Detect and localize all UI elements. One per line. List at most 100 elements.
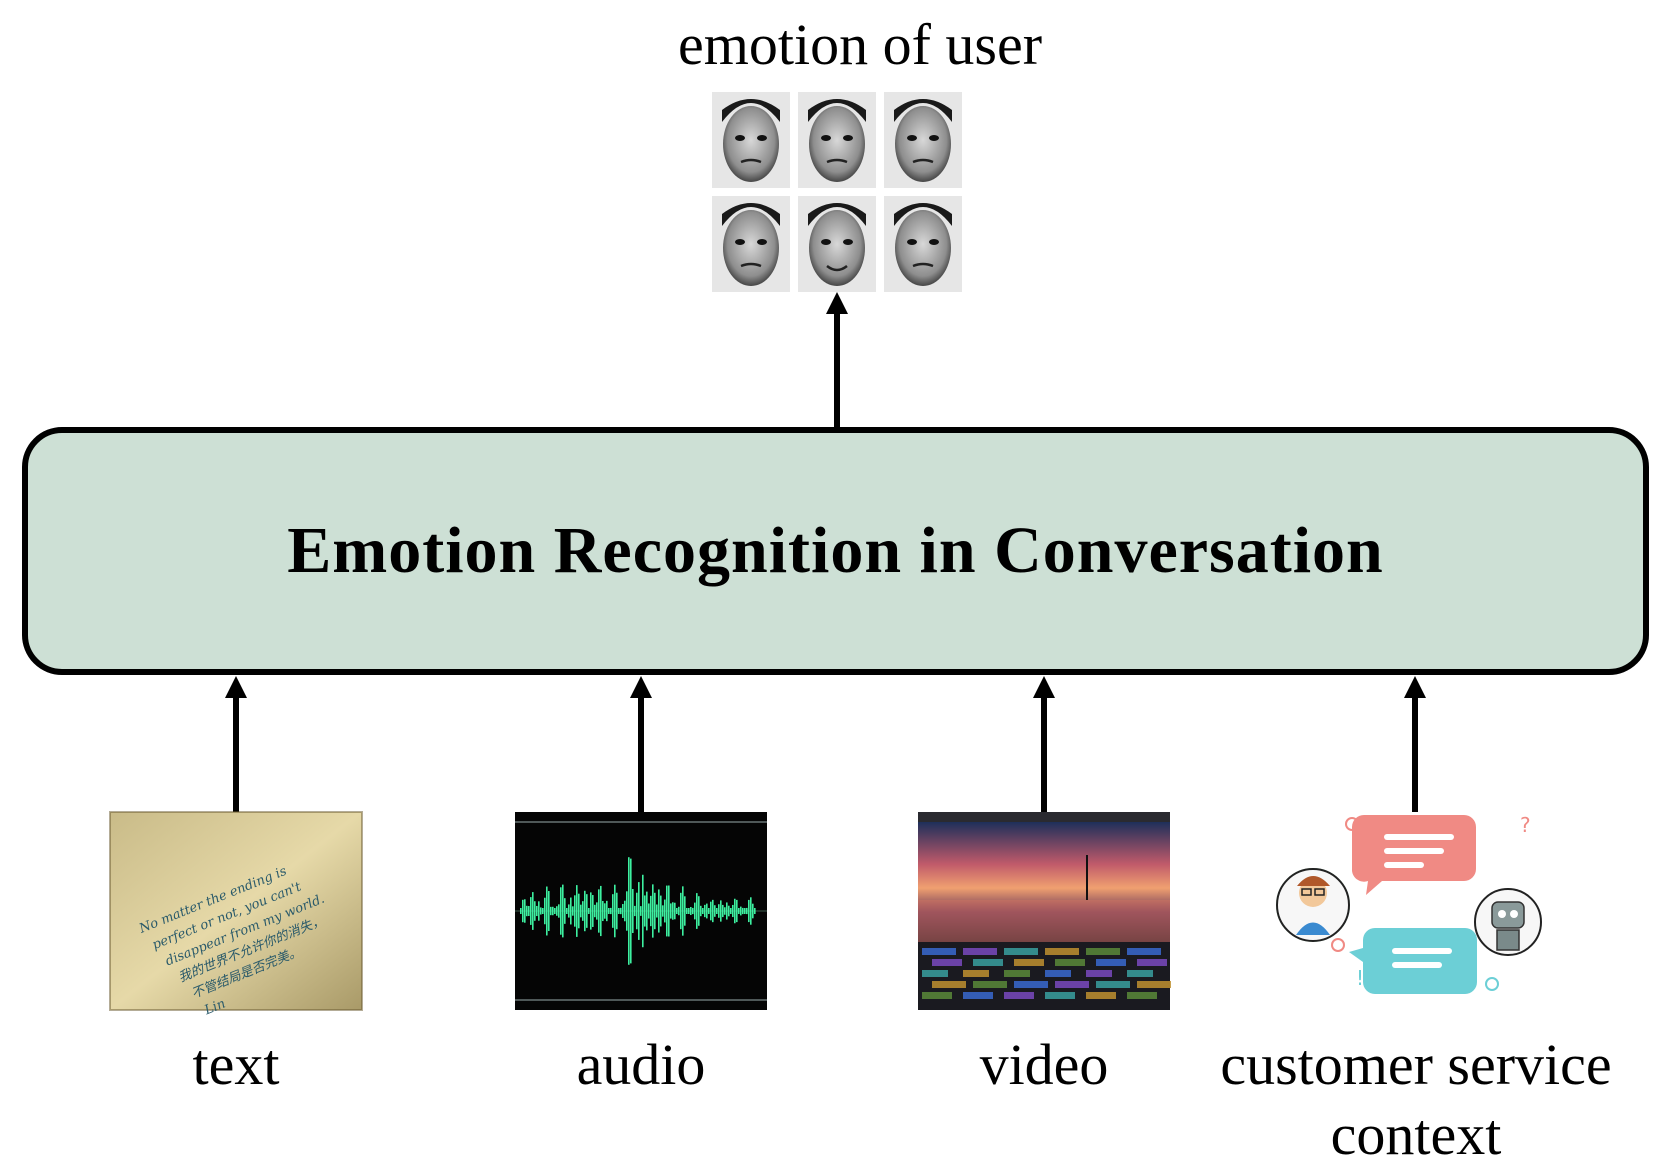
waveform-bar	[666, 885, 668, 937]
waveform-bar	[734, 898, 736, 924]
arrow	[225, 676, 247, 812]
timeline-clip	[1127, 970, 1153, 977]
waveform-bar	[708, 908, 710, 914]
waveform-bar	[660, 895, 662, 927]
waveform-bar	[574, 895, 576, 927]
waveform-bar	[658, 889, 660, 933]
waveform-bar	[712, 899, 714, 923]
timeline-clip	[1045, 970, 1071, 977]
waveform-bar	[744, 908, 746, 914]
timeline-clip	[922, 970, 948, 977]
waveform-bar	[550, 906, 552, 916]
waveform-bar	[610, 907, 612, 915]
waveform-bar	[738, 908, 740, 914]
waveform-bar	[638, 882, 640, 940]
waveform-bar	[598, 889, 600, 933]
waveform-bar	[614, 884, 616, 938]
waveform-bar	[728, 905, 730, 917]
waveform-bar	[552, 906, 554, 916]
audio-input-label: audio	[576, 1032, 706, 1097]
waveform-bar	[676, 908, 678, 914]
waveform-bar	[628, 857, 630, 965]
waveform-bar	[530, 897, 532, 925]
waveform-bar	[608, 908, 610, 914]
timeline-clip	[1127, 992, 1157, 999]
customer-service-input-image: ? !	[1276, 812, 1542, 1010]
arrow	[826, 292, 848, 428]
waveform-bar	[664, 899, 666, 923]
waveform-bar	[624, 900, 626, 922]
waveform-bar	[636, 892, 638, 930]
waveform-bar	[746, 907, 748, 915]
waveform-bar	[526, 905, 528, 917]
waveform-bar	[748, 899, 750, 923]
waveform-bar	[634, 905, 636, 917]
waveform-bar	[680, 892, 682, 930]
timeline-clip	[973, 959, 1003, 966]
waveform-bar	[752, 903, 754, 919]
teal-chat-bubble	[1349, 928, 1477, 994]
timeline-clip	[1137, 981, 1171, 988]
waveform-bar	[688, 908, 690, 914]
waveform-bar	[542, 908, 544, 914]
waveform-bar	[606, 900, 608, 922]
waveform-bar	[540, 907, 542, 915]
waveform-bar	[700, 905, 702, 917]
waveform-bar	[696, 893, 698, 929]
waveform-bar	[538, 901, 540, 921]
face-photo	[712, 196, 790, 292]
waveform-bar	[668, 885, 670, 937]
waveform-bar	[632, 889, 634, 933]
waveform-bar	[724, 907, 726, 915]
waveform-bar	[678, 906, 680, 916]
waveform-bar	[618, 908, 620, 914]
waveform-bar	[562, 884, 564, 938]
waveform-bar	[642, 874, 644, 948]
waveform-bar	[612, 894, 614, 928]
waveform-bar	[544, 897, 546, 925]
waveform-bar	[750, 897, 752, 925]
face-photo	[884, 196, 962, 292]
video-timeline	[922, 948, 1171, 999]
svg-text:?: ?	[1520, 813, 1531, 837]
timeline-clip	[1096, 981, 1130, 988]
erc-model-box: Emotion Recognition in Conversation	[22, 427, 1649, 675]
timeline-clip	[1086, 992, 1116, 999]
waveform-bar	[532, 892, 534, 930]
waveform-bar	[568, 904, 570, 918]
customer-service-input-label: customer service context	[1220, 1032, 1612, 1167]
waveform-bar	[704, 904, 706, 918]
waveform-bar	[576, 885, 578, 937]
waveform-bar	[644, 895, 646, 927]
waveform-bar	[718, 904, 720, 918]
timeline-clip	[973, 981, 1007, 988]
waveform-bar	[596, 902, 598, 920]
waveform-bar	[546, 886, 548, 936]
waveform-bar	[630, 858, 632, 964]
waveform-bar	[656, 904, 658, 918]
waveform-bar	[732, 904, 734, 918]
waveform-bar	[714, 905, 716, 917]
waveform-bar	[662, 905, 664, 917]
timeline-clip	[1004, 948, 1038, 955]
waveform-bar	[684, 896, 686, 926]
waveform-bar	[582, 901, 584, 921]
waveform-bar	[692, 907, 694, 915]
emotion-faces-grid	[712, 92, 962, 292]
waveform-bar	[586, 894, 588, 928]
waveform-bar	[686, 908, 688, 914]
waveform-bar	[604, 903, 606, 919]
timeline-clip	[963, 970, 989, 977]
face-photo	[884, 92, 962, 188]
waveform-bar	[622, 904, 624, 918]
waveform-bar	[652, 884, 654, 938]
flow-arrows	[225, 292, 1426, 812]
waveform-bar	[720, 900, 722, 922]
timeline-clip	[1086, 948, 1120, 955]
waveform-bar	[590, 892, 592, 930]
waveform-bar	[584, 890, 586, 932]
waveform-bar	[578, 893, 580, 929]
timeline-clip	[1127, 948, 1161, 955]
timeline-clip	[932, 959, 962, 966]
waveform-bar	[522, 899, 524, 923]
